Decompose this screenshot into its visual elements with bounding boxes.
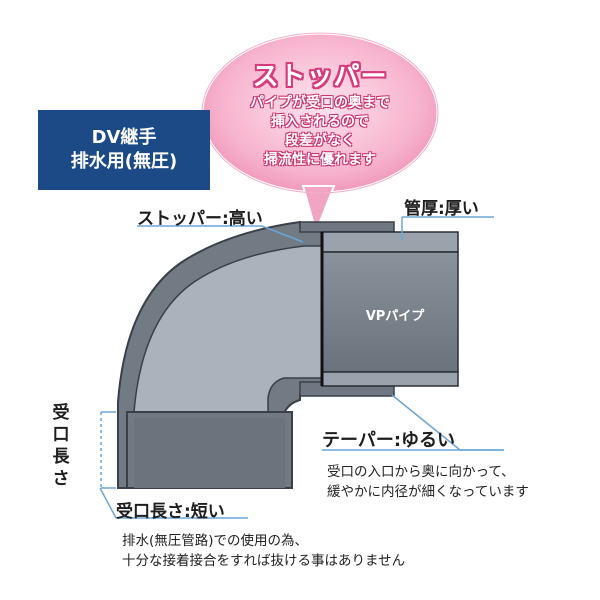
- badge-line-1: DV継手: [91, 127, 157, 148]
- dv-fitting-badge: DV継手 排水用(無圧): [38, 110, 210, 190]
- socket-desc-line: 十分な接着接合をすれば抜ける事はありません: [122, 553, 406, 569]
- vertical-char: 受: [52, 403, 70, 423]
- badge-line-2: 排水用(無圧): [70, 151, 178, 172]
- stopper-label: ストッパー:高い: [137, 209, 263, 229]
- bubble-line: パイプが受口の奥まで: [250, 95, 390, 111]
- bubble-line: 段差がなく: [285, 133, 355, 149]
- socket-length-vertical-label: 受 口 長 さ: [50, 402, 72, 490]
- socket-length-short-label: 受口長さ:短い: [116, 502, 225, 522]
- socket-description: 排水(無圧管路)での使用の為、 十分な接着接合をすれば抜ける事はありません: [122, 531, 405, 571]
- taper-label: テーパー:ゆるい: [322, 430, 456, 451]
- taper-description: 受口の入口から奥に向かって、 緩やかに内径が細くなっています: [327, 462, 529, 502]
- vp-pipe: [320, 231, 459, 387]
- taper-desc-line: 受口の入口から奥に向かって、: [327, 464, 515, 480]
- leader-lines: [99, 216, 504, 519]
- vertical-char: 口: [52, 425, 70, 445]
- vertical-char: 長: [52, 447, 70, 467]
- socket-desc-line: 排水(無圧管路)での使用の為、: [122, 533, 309, 549]
- leader-short: [99, 487, 117, 519]
- bubble-text: パイプが受口の奥まで 挿入されるので 段差がなく 掃流性に優れます: [220, 94, 420, 170]
- bubble-line: 挿入されるので: [271, 114, 369, 130]
- bubble-line: 掃流性に優れます: [264, 152, 376, 168]
- vp-pipe-label: VPパイプ: [365, 309, 425, 324]
- leader-stopper: [137, 225, 304, 243]
- wall-thickness-label: 管厚:厚い: [404, 199, 479, 219]
- taper-desc-line: 緩やかに内径が細くなっています: [327, 484, 529, 500]
- bubble-title: ストッパー: [252, 62, 388, 92]
- vertical-char: さ: [52, 469, 70, 489]
